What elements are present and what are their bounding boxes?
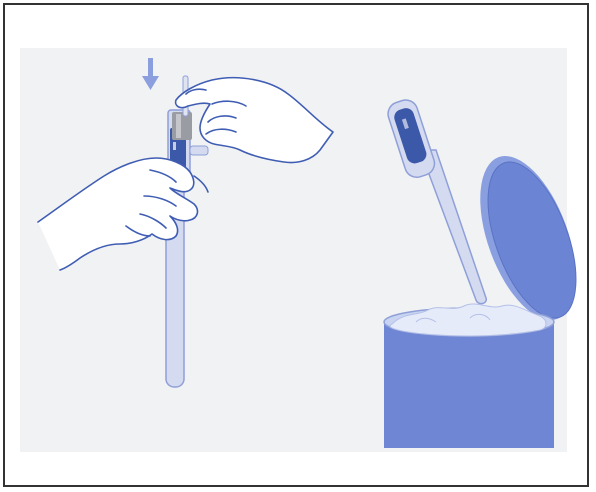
waste-bin bbox=[384, 304, 554, 448]
disposal-scene bbox=[384, 97, 595, 448]
device-opening-scene bbox=[38, 58, 333, 387]
down-arrow-icon bbox=[142, 58, 159, 90]
discarded-device bbox=[385, 97, 486, 304]
